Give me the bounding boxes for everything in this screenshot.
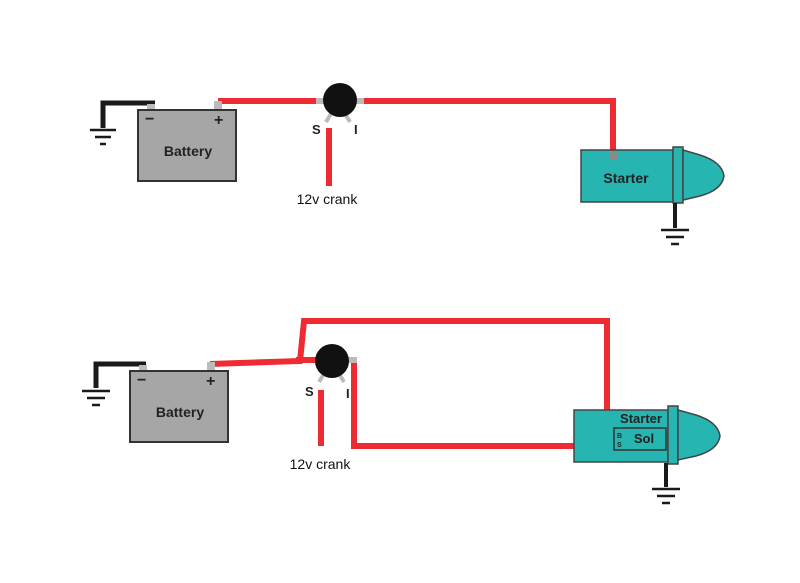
battery-body bbox=[129, 370, 229, 443]
switch-i-label: I bbox=[346, 386, 350, 401]
ground-wire bbox=[93, 361, 146, 388]
diagram-bottom: − + Battery S I 12v crank Starter Sol B … bbox=[82, 318, 721, 505]
battery-pos-symbol: + bbox=[214, 112, 223, 129]
battery-bottom: − + Battery bbox=[129, 362, 229, 443]
crank-label: 12v crank bbox=[290, 456, 352, 472]
starter-nose bbox=[677, 409, 721, 461]
switch-terminal bbox=[355, 98, 364, 104]
solenoid-box bbox=[613, 427, 667, 451]
battery-label: Battery bbox=[164, 143, 212, 159]
crank-label: 12v crank bbox=[297, 191, 359, 207]
battery-top: − + Battery bbox=[137, 101, 237, 182]
starter-label: Starter bbox=[620, 411, 662, 426]
switch-terminal bbox=[348, 357, 357, 363]
starter-nose bbox=[682, 148, 725, 201]
switch-to-starter-wire bbox=[356, 98, 616, 158]
battery-pos-terminal bbox=[214, 101, 222, 110]
starter-terminal bbox=[609, 152, 617, 159]
battery-pos-terminal bbox=[207, 362, 215, 371]
battery-neg-symbol: − bbox=[137, 372, 146, 389]
solenoid-label: Sol bbox=[634, 431, 654, 446]
starter-ground-top bbox=[661, 203, 689, 246]
starter-flange bbox=[667, 405, 679, 465]
starter-bottom: Starter Sol B S bbox=[573, 405, 721, 465]
wires-top bbox=[218, 98, 616, 186]
battery-neg-terminal bbox=[139, 365, 147, 373]
ground-wire bbox=[100, 100, 155, 128]
switch-body bbox=[315, 344, 349, 378]
solenoid-b-terminal-label: B bbox=[617, 433, 622, 440]
starter-flange bbox=[672, 146, 684, 204]
switch-s-label: S bbox=[312, 122, 321, 137]
battery-pos-symbol: + bbox=[206, 373, 215, 390]
starter-ground-bottom bbox=[652, 463, 680, 505]
battery-to-starter-b-wire bbox=[209, 318, 610, 437]
starter-top: Starter bbox=[580, 146, 725, 204]
switch-to-sol-s-wire bbox=[351, 362, 613, 449]
battery-ground-top bbox=[90, 100, 155, 146]
ignition-switch-top: S I bbox=[312, 83, 364, 137]
battery-neg-terminal bbox=[147, 104, 155, 112]
wires-bottom bbox=[209, 318, 613, 449]
ignition-switch-bottom: S I bbox=[305, 344, 357, 401]
starter-body bbox=[580, 149, 674, 203]
switch-body bbox=[323, 83, 357, 117]
battery-neg-symbol: − bbox=[145, 111, 154, 128]
solenoid-s-terminal-label: S bbox=[617, 442, 622, 449]
battery-body bbox=[137, 109, 237, 182]
switch-s-label: S bbox=[305, 384, 314, 399]
battery-label: Battery bbox=[156, 404, 204, 420]
starter-label: Starter bbox=[603, 170, 649, 186]
switch-i-label: I bbox=[354, 122, 358, 137]
switch-terminal bbox=[316, 98, 325, 104]
battery-ground-bottom bbox=[82, 361, 146, 407]
diagram-top: − + Battery S I 12v crank Starter bbox=[90, 83, 725, 246]
